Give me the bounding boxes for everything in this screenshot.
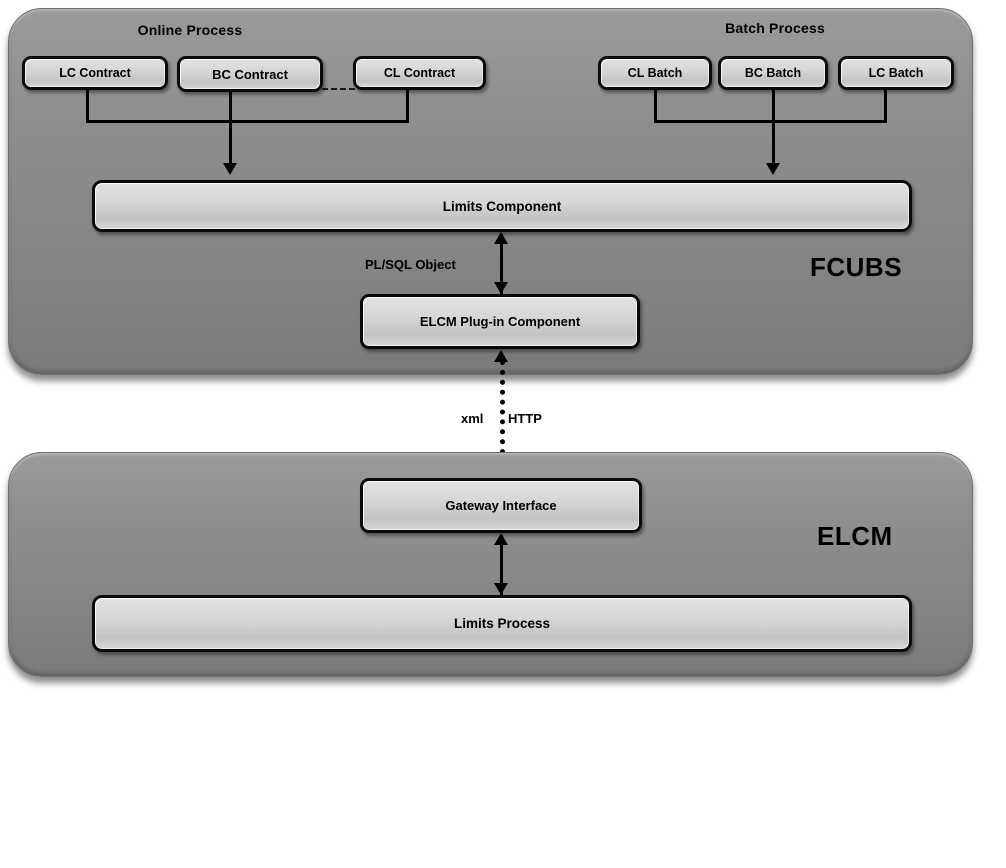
connector-bc-to-cl-dashed <box>322 88 355 90</box>
connector-cl-contract-stem <box>406 89 409 123</box>
node-lc-batch[interactable]: LC Batch <box>838 56 954 90</box>
group-caption-online-process: Online Process <box>137 22 243 38</box>
node-cl-batch[interactable]: CL Batch <box>598 56 712 90</box>
arrowhead-plsql-up <box>494 232 508 244</box>
arrowhead-plsql-down <box>494 282 508 294</box>
connector-plsql-line <box>500 234 503 294</box>
node-bc-batch[interactable]: BC Batch <box>718 56 828 90</box>
connector-cl-batch-stem <box>654 89 657 123</box>
arrowhead-batch-trunk <box>766 163 780 175</box>
connector-online-trunk <box>229 91 232 163</box>
arrowhead-limits-down <box>494 583 508 595</box>
node-limits-process[interactable]: Limits Process <box>92 595 912 652</box>
arrowhead-gateway-up <box>494 533 508 545</box>
node-cl-contract[interactable]: CL Contract <box>353 56 486 90</box>
node-limits-component[interactable]: Limits Component <box>92 180 912 232</box>
edge-label-xml: xml <box>461 411 484 426</box>
group-caption-batch-process: Batch Process <box>725 20 825 36</box>
node-bc-contract[interactable]: BC Contract <box>177 56 323 92</box>
arrowhead-online-trunk <box>223 163 237 175</box>
connector-http-dotted <box>500 360 505 474</box>
node-gateway-interface[interactable]: Gateway Interface <box>360 478 642 533</box>
edge-label-plsql-object: PL/SQL Object <box>365 257 456 272</box>
connector-online-rail <box>86 120 409 123</box>
connector-gateway-limits-line <box>500 535 503 595</box>
container-label-fcubs: FCUBS <box>810 252 903 282</box>
connector-lc-batch-stem <box>884 89 887 123</box>
node-elcm-plugin-component[interactable]: ELCM Plug-in Component <box>360 294 640 349</box>
connector-batch-rail <box>654 120 887 123</box>
arrowhead-http-up <box>494 350 508 362</box>
connector-batch-trunk <box>772 89 775 163</box>
edge-label-http: HTTP <box>508 411 542 426</box>
connector-lc-contract-stem <box>86 89 89 123</box>
node-lc-contract[interactable]: LC Contract <box>22 56 168 90</box>
container-label-elcm: ELCM <box>817 521 893 551</box>
